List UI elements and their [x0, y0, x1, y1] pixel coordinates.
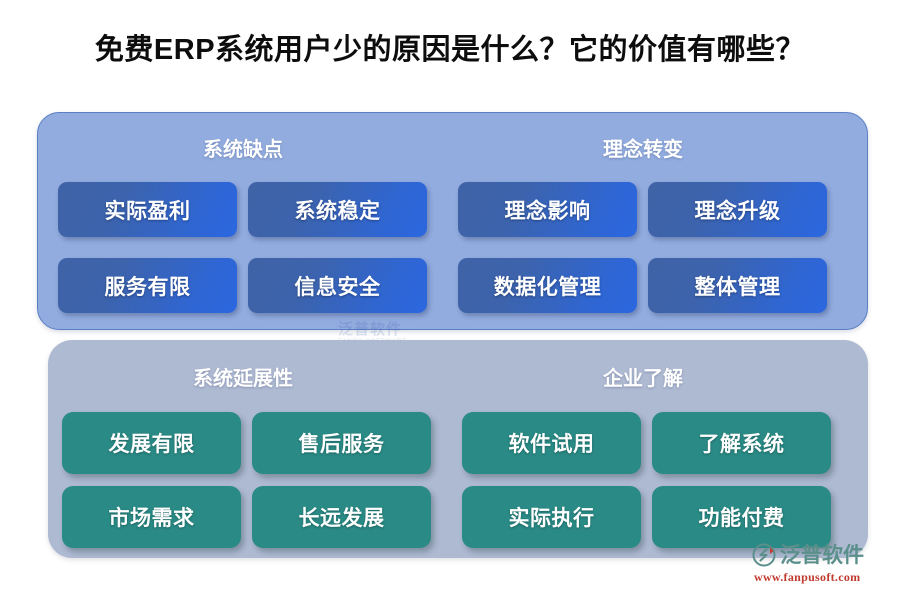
card-actual-profit[interactable]: 实际盈利 — [58, 182, 237, 237]
card-feature-payment[interactable]: 功能付费 — [652, 486, 831, 548]
card-understand-system[interactable]: 了解系统 — [652, 412, 831, 474]
card-market-demand[interactable]: 市场需求 — [62, 486, 241, 548]
card-long-term-development[interactable]: 长远发展 — [252, 486, 431, 548]
card-overall-management[interactable]: 整体管理 — [648, 258, 827, 313]
group-header-system-drawbacks: 系统缺点 — [203, 139, 283, 161]
group-header-enterprise-understanding: 企业了解 — [603, 368, 683, 390]
brand-logo: 泛普软件 www.fanpusoft.com — [752, 543, 896, 593]
card-concept-influence[interactable]: 理念影响 — [458, 182, 637, 237]
card-actual-execution[interactable]: 实际执行 — [462, 486, 641, 548]
brand-row: 泛普软件 — [752, 543, 864, 567]
card-after-sales-service[interactable]: 售后服务 — [252, 412, 431, 474]
card-concept-upgrade[interactable]: 理念升级 — [648, 182, 827, 237]
page-title: 免费ERP系统用户少的原因是什么？它的价值有哪些？ — [94, 34, 806, 66]
group-header-system-extensibility: 系统延展性 — [193, 368, 293, 390]
card-limited-development[interactable]: 发展有限 — [62, 412, 241, 474]
card-information-security[interactable]: 信息安全 — [248, 258, 427, 313]
card-system-stability[interactable]: 系统稳定 — [248, 182, 427, 237]
fanpu-logo-icon — [752, 543, 776, 567]
group-header-concept-change: 理念转变 — [603, 139, 683, 161]
card-data-management[interactable]: 数据化管理 — [458, 258, 637, 313]
card-software-trial[interactable]: 软件试用 — [462, 412, 641, 474]
watermark-text: 泛普软件 — [338, 321, 403, 338]
card-limited-service[interactable]: 服务有限 — [58, 258, 237, 313]
brand-url: www.fanpusoft.com — [754, 570, 861, 584]
brand-name: 泛普软件 — [780, 543, 864, 567]
